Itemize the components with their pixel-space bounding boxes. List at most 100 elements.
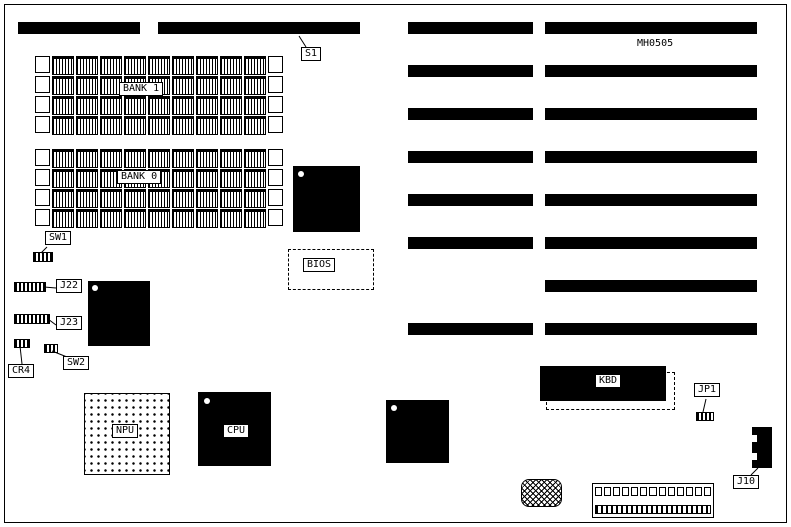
dip-chip <box>52 76 74 95</box>
dip-chip <box>172 189 194 208</box>
dip-chip <box>244 149 266 168</box>
header-pin <box>622 487 630 496</box>
label-j22: J22 <box>56 279 83 293</box>
dip-chip <box>76 209 98 228</box>
label-j10: J10 <box>733 475 760 489</box>
dip-chip <box>52 96 74 115</box>
header-pin <box>658 487 666 496</box>
socket-end <box>35 169 50 186</box>
dip-chip <box>244 116 266 135</box>
dip-chip <box>76 76 98 95</box>
label-sw2: SW2 <box>63 356 90 370</box>
expansion-slot-left-1 <box>408 22 533 34</box>
expansion-slot-left-6 <box>408 237 533 249</box>
pin1-dot <box>204 398 210 404</box>
jp1-jumper <box>696 412 714 421</box>
header-pins-row <box>595 487 712 496</box>
dip-chip <box>100 189 122 208</box>
dip-chip <box>220 56 242 75</box>
memory-socket-row <box>35 76 283 95</box>
dip-chip <box>196 96 218 115</box>
dip-chip <box>148 149 170 168</box>
dip-chip <box>196 189 218 208</box>
edge-connector-bar-left <box>18 22 140 34</box>
dip-chip <box>172 96 194 115</box>
dip-chip <box>196 116 218 135</box>
dip-chip <box>148 96 170 115</box>
dip-chip <box>100 116 122 135</box>
edge-connector-bar-right <box>158 22 360 34</box>
expansion-slot-right-3 <box>545 108 757 120</box>
header-hatch <box>595 505 711 514</box>
dip-chip <box>220 189 242 208</box>
dip-chip <box>76 189 98 208</box>
dip-chip <box>52 209 74 228</box>
qfp-chip <box>386 400 449 463</box>
dip-chip <box>124 96 146 115</box>
expansion-slot-left-2 <box>408 65 533 77</box>
dip-chip <box>76 169 98 188</box>
dip-chip <box>220 76 242 95</box>
dip-chip <box>52 169 74 188</box>
header-pin <box>631 487 639 496</box>
header-pin <box>595 487 603 496</box>
socket-end <box>268 189 283 206</box>
memory-bank-0-sockets <box>35 149 283 228</box>
dip-chip <box>76 96 98 115</box>
dip-chip <box>196 76 218 95</box>
label-cpu: CPU <box>223 424 250 438</box>
label-cr4: CR4 <box>8 364 35 378</box>
dip-chip <box>76 149 98 168</box>
dip-chip <box>124 116 146 135</box>
dip-chip <box>172 116 194 135</box>
label-s1: S1 <box>301 47 322 61</box>
socket-end <box>35 149 50 166</box>
memory-socket-row <box>35 149 283 168</box>
memory-socket-row <box>35 189 283 208</box>
socket-end <box>35 209 50 226</box>
dip-chip <box>220 209 242 228</box>
dip-chip <box>124 149 146 168</box>
expansion-slot-left-8 <box>408 323 533 335</box>
memory-socket-row <box>35 209 283 228</box>
dip-chip <box>52 149 74 168</box>
label-jp1: JP1 <box>694 383 721 397</box>
dip-chip <box>124 209 146 228</box>
dip-chip <box>244 76 266 95</box>
dip-chip <box>124 189 146 208</box>
dip-chip <box>148 189 170 208</box>
dip-chip <box>100 96 122 115</box>
sw1-dip-switch <box>33 252 53 262</box>
dip-chip <box>100 209 122 228</box>
dip-chip <box>100 149 122 168</box>
label-sw1: SW1 <box>45 231 72 245</box>
memory-socket-row <box>35 116 283 135</box>
label-bank1: BANK 1 <box>119 82 164 96</box>
dip-chip <box>172 56 194 75</box>
cr4-component <box>14 339 30 348</box>
expansion-slot-right-2 <box>545 65 757 77</box>
dip-chip <box>172 169 194 188</box>
sw2-dip-switch <box>44 344 58 353</box>
socket-end <box>268 76 283 93</box>
header-pin <box>703 487 712 496</box>
expansion-slot-right-4 <box>545 151 757 163</box>
pin1-dot <box>92 285 98 291</box>
dip-chip <box>244 209 266 228</box>
board-outline <box>4 4 787 523</box>
memory-socket-row <box>35 56 283 75</box>
connector-notch <box>752 435 757 442</box>
socket-end <box>35 189 50 206</box>
dip-chip <box>148 56 170 75</box>
socket-end <box>35 56 50 73</box>
dip-chip <box>100 56 122 75</box>
dip-chip <box>52 189 74 208</box>
dip-chip <box>220 149 242 168</box>
expansion-slot-right-1 <box>545 22 757 34</box>
dip-chip <box>52 116 74 135</box>
header-pin <box>604 487 612 496</box>
expansion-slot-right-5 <box>545 194 757 206</box>
part-number-text: MH0505 <box>637 38 674 49</box>
label-kbd: KBD <box>595 374 622 388</box>
dip-chip <box>196 149 218 168</box>
